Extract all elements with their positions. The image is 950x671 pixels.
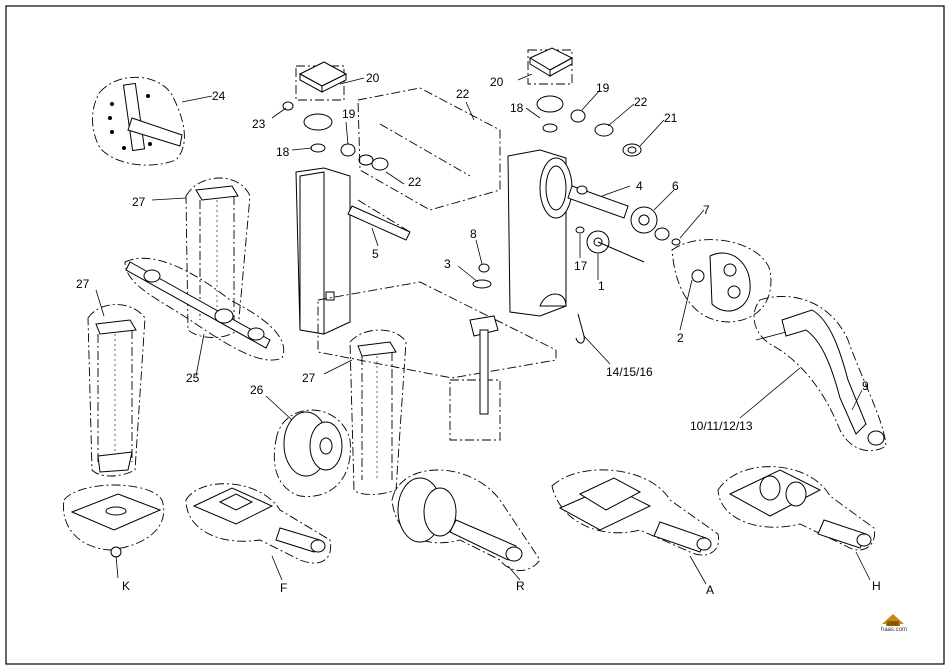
callout-27-upper: 27 — [132, 195, 146, 209]
callout-27-center: 27 — [302, 371, 316, 385]
part-27-post-center — [350, 330, 406, 495]
callout-5: 5 — [372, 247, 379, 261]
variant-label-a: A — [706, 583, 714, 597]
callout-19-right: 19 — [596, 81, 610, 95]
callout-1: 1 — [598, 279, 605, 293]
variant-r-wheel — [392, 470, 540, 571]
callout-4: 4 — [636, 179, 643, 193]
callout-22-right: 22 — [634, 95, 648, 109]
variant-label-r: R — [516, 579, 525, 593]
part-9-crank-handle — [754, 296, 886, 450]
callout-9: 9 — [862, 379, 869, 393]
callout-14-16: 14/15/16 — [606, 365, 653, 379]
callout-10-13: 10/11/12/13 — [690, 419, 753, 433]
callout-6: 6 — [672, 179, 679, 193]
callout-3: 3 — [444, 257, 451, 271]
callout-24: 24 — [212, 89, 226, 103]
callout-18-left: 18 — [276, 145, 290, 159]
callout-18-right: 18 — [510, 101, 524, 115]
variant-k-base — [63, 485, 163, 557]
shaft-long — [380, 124, 470, 176]
callout-27-left: 27 — [76, 277, 90, 291]
callout-20-left: 20 — [366, 71, 380, 85]
variant-a-swivel — [552, 470, 719, 555]
callout-22-top: 22 — [456, 87, 470, 101]
gear-assembly — [568, 186, 680, 262]
variant-label-f: F — [280, 581, 287, 595]
part-2-side-plate — [672, 240, 771, 322]
callout-22-left: 22 — [408, 175, 422, 189]
callout-8: 8 — [470, 227, 477, 241]
callout-21: 21 — [664, 111, 678, 125]
callout-7: 7 — [703, 203, 710, 217]
callout-19-left: 19 — [342, 107, 356, 121]
column-left-assembly — [283, 62, 410, 334]
assembly-frame-jack — [450, 380, 500, 440]
part-14-hook — [576, 314, 584, 343]
variant-label-k: K — [122, 579, 130, 593]
assembly-frame-upper — [358, 88, 500, 210]
variant-label-h: H — [872, 579, 881, 593]
brand-logo-icon — [878, 612, 908, 638]
part-3-8-jack-shaft — [470, 264, 498, 414]
callout-25: 25 — [186, 371, 200, 385]
callout-26: 26 — [250, 383, 264, 397]
part-27-post-left — [88, 305, 145, 477]
callout-2: 2 — [677, 331, 684, 345]
callout-23: 23 — [252, 117, 266, 131]
callout-17: 17 — [574, 259, 588, 273]
variant-f-foot — [186, 484, 331, 563]
part-25-axle — [125, 258, 284, 360]
column-right-assembly — [508, 48, 641, 316]
brand-logo-text: haas.com — [876, 627, 912, 633]
variant-h-cradle — [718, 467, 875, 550]
callout-20-right: 20 — [490, 75, 504, 89]
part-24-flange — [93, 77, 185, 165]
part-26-wheel — [274, 410, 350, 497]
